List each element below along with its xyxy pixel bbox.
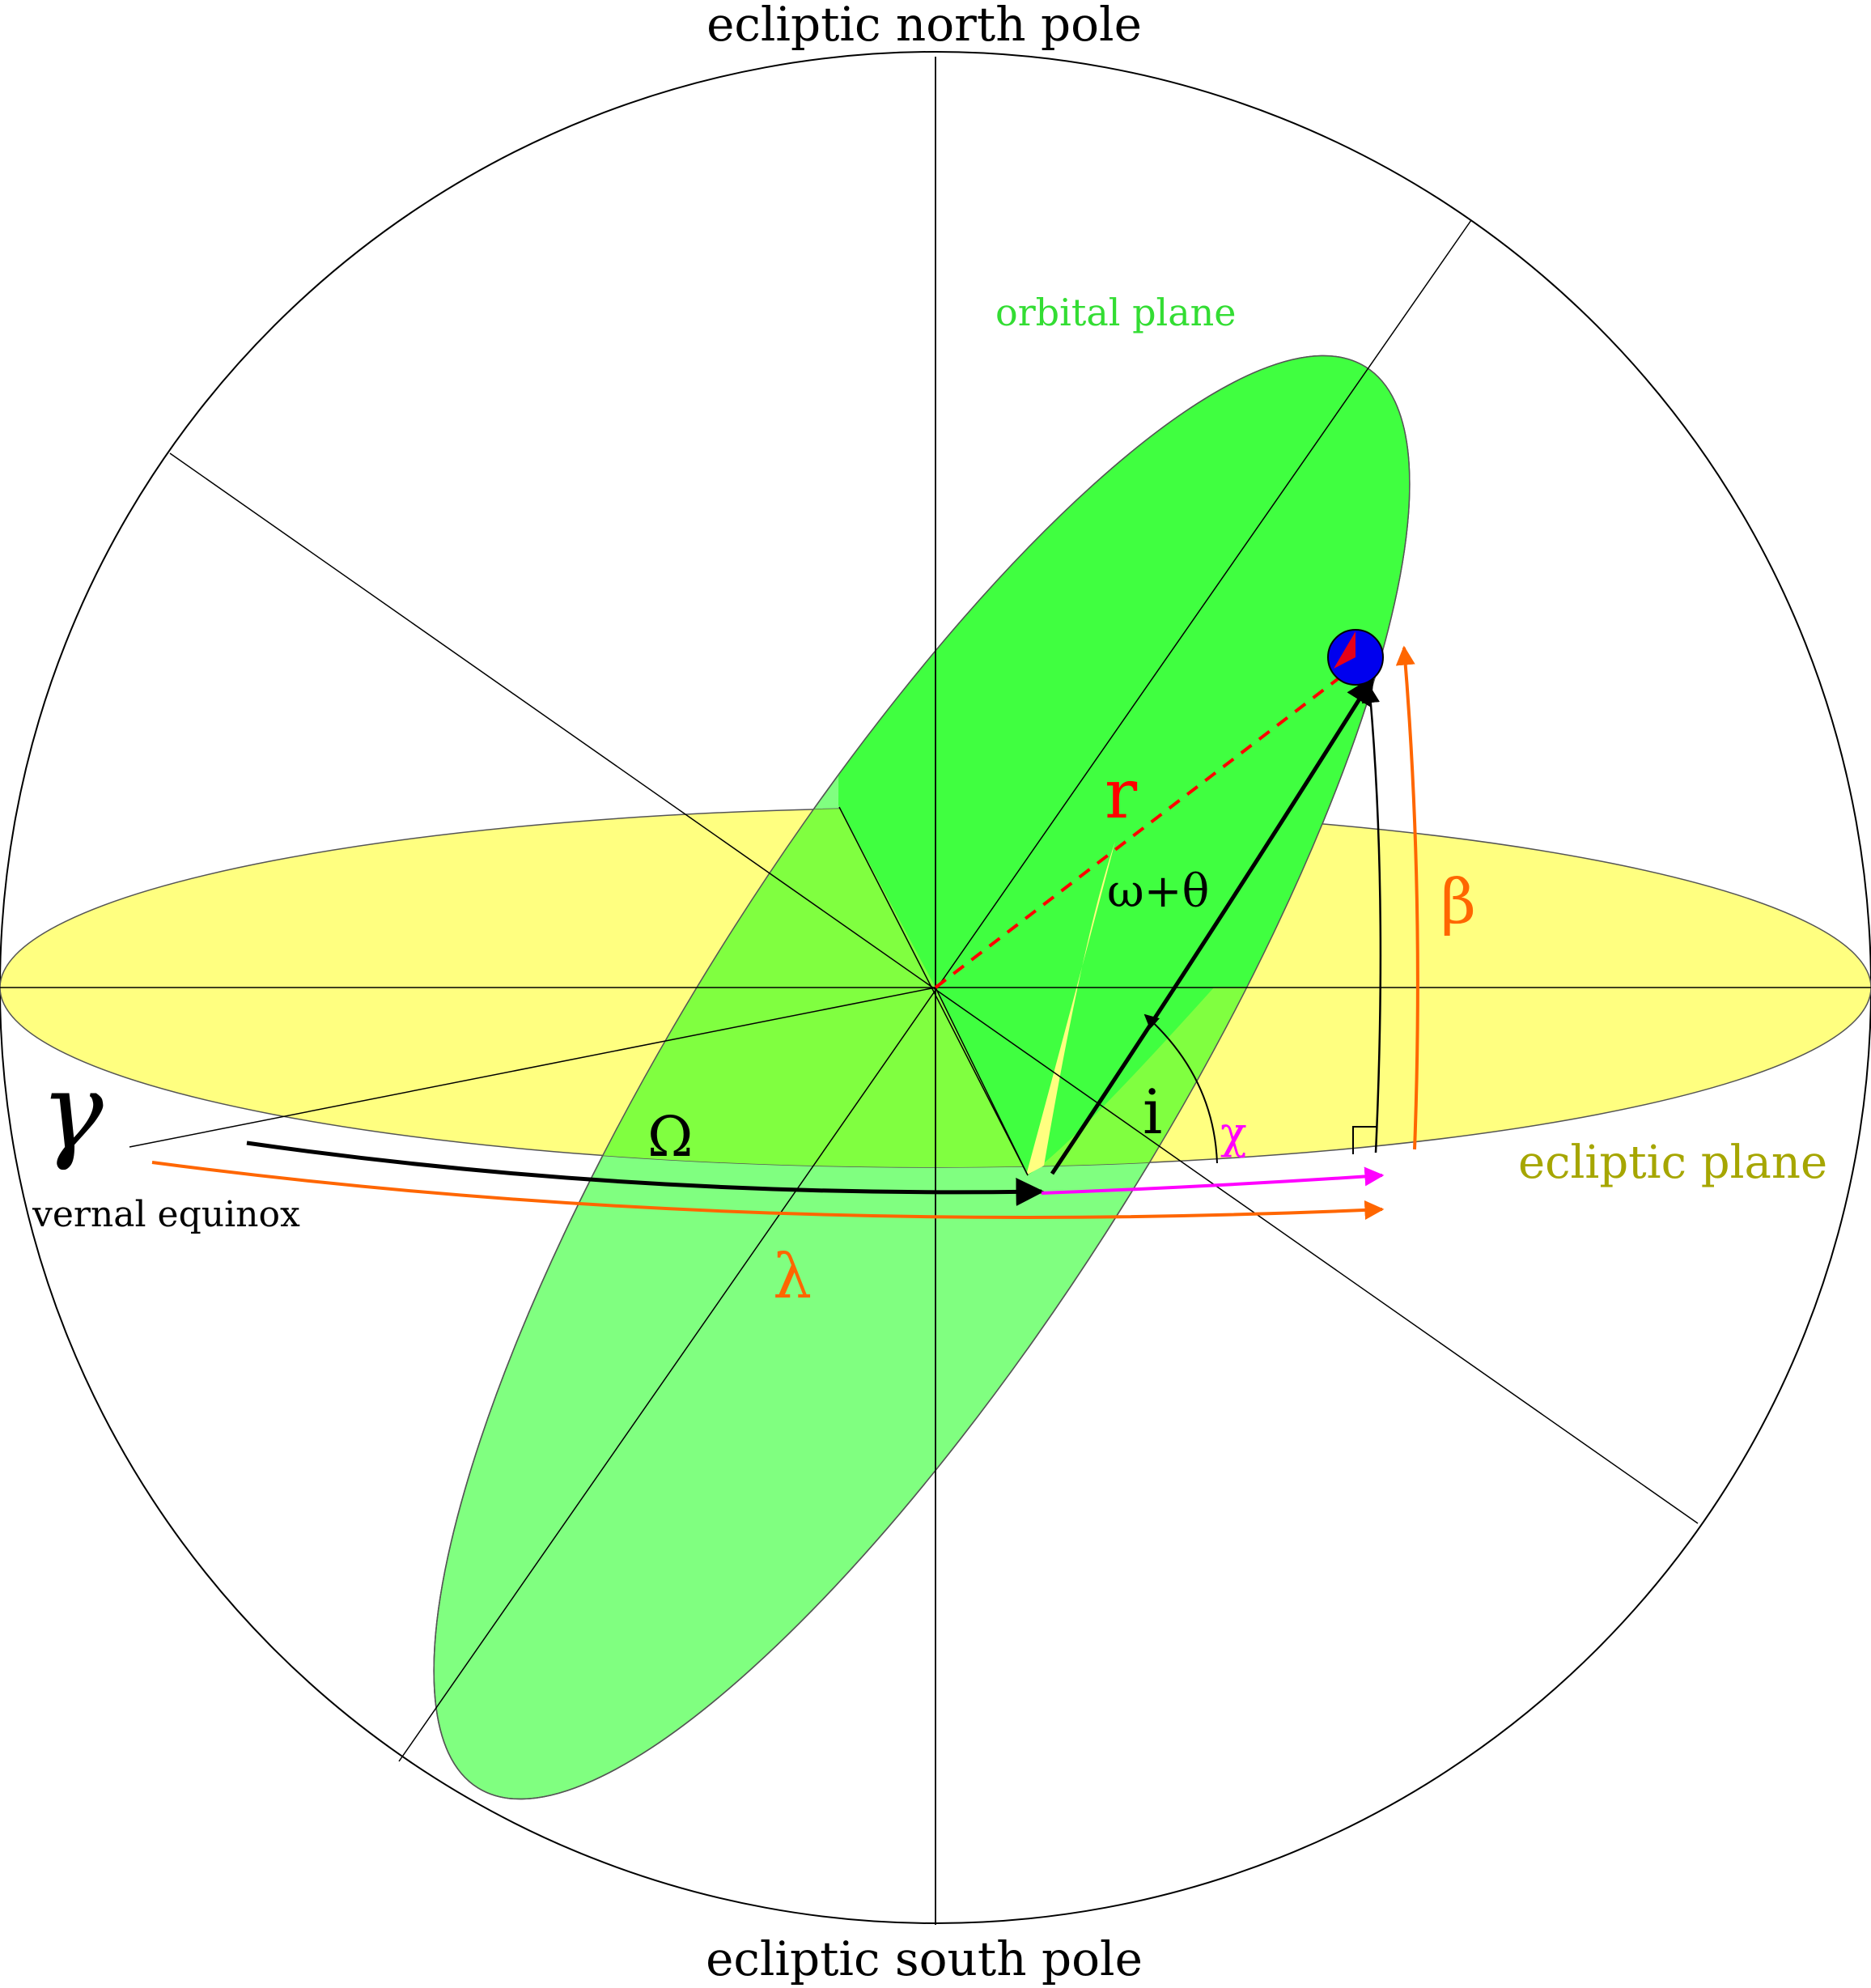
line-of-nodes bbox=[838, 806, 1029, 1176]
right-angle-marker bbox=[1352, 1126, 1377, 1154]
vernal-equinox-label: vernal equinox bbox=[32, 1194, 300, 1235]
node-to-center bbox=[935, 987, 1029, 1176]
south-pole-label: ecliptic south pole bbox=[706, 1931, 1143, 1986]
lambda-label: λ bbox=[773, 1240, 812, 1312]
orbital-plane-label: orbital plane bbox=[995, 291, 1237, 334]
omega-arc bbox=[246, 1141, 1045, 1206]
omega-theta-arc bbox=[1050, 676, 1375, 1175]
inclination-label: i bbox=[1143, 1076, 1162, 1148]
latitude-arc bbox=[1361, 684, 1382, 1153]
ecliptic-sliver bbox=[1026, 842, 1115, 1175]
radius-vector bbox=[934, 672, 1347, 989]
omega-theta-label: ω+θ bbox=[1107, 865, 1209, 918]
vernal-direction-line bbox=[129, 987, 936, 1148]
orbital-major-axis bbox=[398, 219, 1472, 1762]
chi-label: χ bbox=[1220, 1107, 1247, 1158]
radius-label: r bbox=[1105, 754, 1138, 834]
orbital-plane-outline bbox=[433, 355, 1411, 1800]
planet-dot-icon bbox=[1327, 629, 1384, 686]
lambda-arc bbox=[151, 1161, 1385, 1220]
chi-arc bbox=[1041, 1166, 1385, 1195]
ecliptic-plane-label: ecliptic plane bbox=[1518, 1136, 1827, 1189]
north-pole-label: ecliptic north pole bbox=[706, 0, 1142, 52]
vernal-symbol: γ bbox=[40, 1050, 104, 1173]
inclination-arc bbox=[1143, 1013, 1218, 1164]
beta-label: β bbox=[1440, 865, 1476, 937]
ascending-node-label: Ω bbox=[647, 1106, 693, 1170]
beta-arc bbox=[1395, 645, 1419, 1150]
